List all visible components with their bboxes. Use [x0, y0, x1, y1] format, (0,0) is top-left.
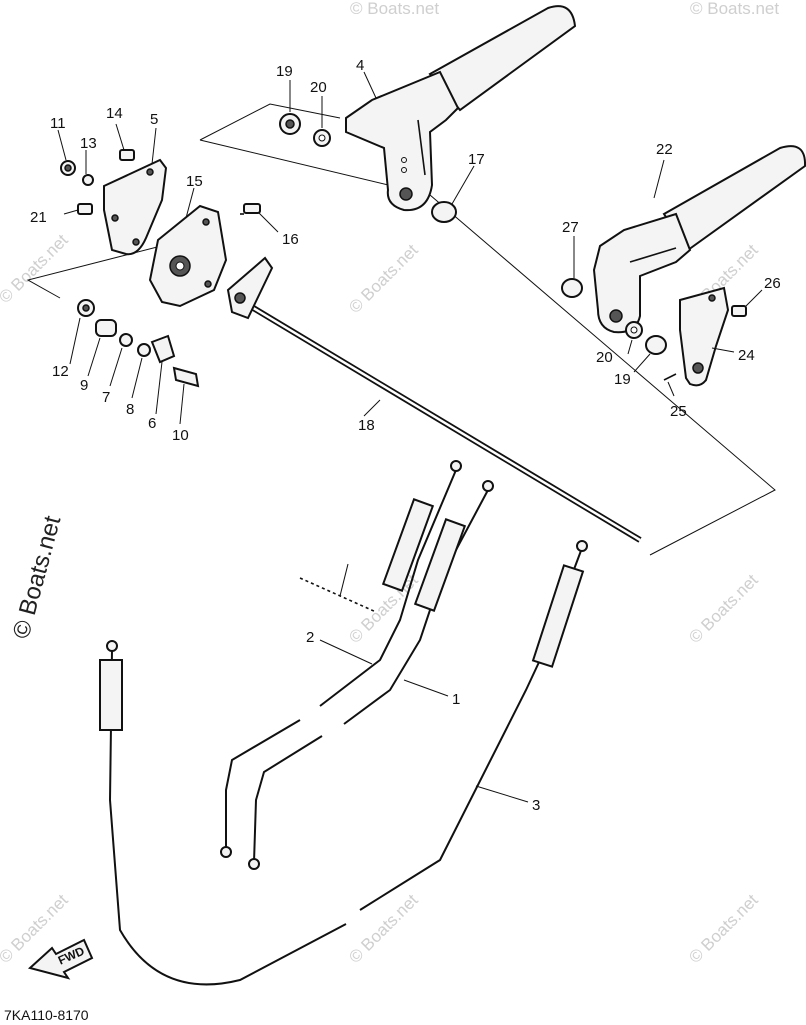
part-label: 21	[30, 209, 47, 226]
part-label: 11	[50, 115, 66, 132]
watermark: © Boats.net	[690, 0, 779, 18]
part-27-cable-tie	[299, 577, 377, 613]
part-label: 2	[306, 629, 314, 646]
watermark: © Boats.net	[345, 240, 422, 317]
part-label: 9	[80, 377, 88, 394]
part-label: 3	[532, 797, 540, 814]
part-number-labels: 11 13 14 5 21 15 16 19 20 4 17 22 27 26 …	[30, 57, 781, 814]
part-label: 18	[358, 417, 375, 434]
part-label: 7	[102, 389, 110, 406]
part-label: 20	[310, 79, 327, 96]
diagram-code: 7KA110-8170	[4, 1007, 89, 1023]
part-label: 10	[172, 427, 189, 444]
watermark: © Boats.net	[685, 890, 762, 967]
watermark: © Boats.net	[685, 570, 762, 647]
part-18-shaft	[226, 256, 642, 543]
part-label: 17	[468, 151, 485, 168]
watermark: © Boats.net	[0, 230, 72, 307]
part-15-housing	[148, 204, 228, 308]
part-label: 6	[148, 415, 156, 432]
part-22-right-tiller-handle	[592, 145, 806, 334]
watermark-large: © Boats.net	[8, 513, 67, 642]
part-label: 5	[150, 111, 158, 128]
part-label: 1	[452, 691, 460, 708]
part-label: 19	[276, 63, 293, 80]
watermark: © Boats.net	[350, 0, 439, 18]
part-label: 27	[562, 219, 579, 236]
part-label: 22	[656, 141, 673, 158]
part-label: 16	[282, 231, 299, 248]
part-label: 15	[186, 173, 203, 190]
part-3-shift-cable	[99, 540, 588, 986]
part-label: 24	[738, 347, 755, 364]
part-4-left-tiller-handle	[345, 5, 577, 212]
forward-arrow: FWD	[27, 938, 94, 980]
part-label: 26	[764, 275, 781, 292]
part-label: 20	[596, 349, 613, 366]
assembly-boundary-line	[26, 244, 166, 299]
parts-1-2-throttle-cables	[220, 460, 494, 870]
part-23-bracket-plate	[679, 286, 730, 387]
leader-lines	[57, 71, 763, 803]
part-label: 19	[614, 371, 631, 388]
assembly-boundary-line	[199, 103, 341, 141]
small-hardware	[60, 113, 747, 388]
part-5-bracket-plate	[103, 158, 168, 256]
part-label: 25	[670, 403, 687, 420]
part-label: 8	[126, 401, 134, 418]
assembly-boundary-line	[429, 194, 776, 556]
part-label: 14	[106, 105, 123, 122]
watermark: © Boats.net	[345, 890, 422, 967]
part-label: 4	[356, 57, 364, 74]
part-label: 13	[80, 135, 97, 152]
part-label: 12	[52, 363, 69, 380]
